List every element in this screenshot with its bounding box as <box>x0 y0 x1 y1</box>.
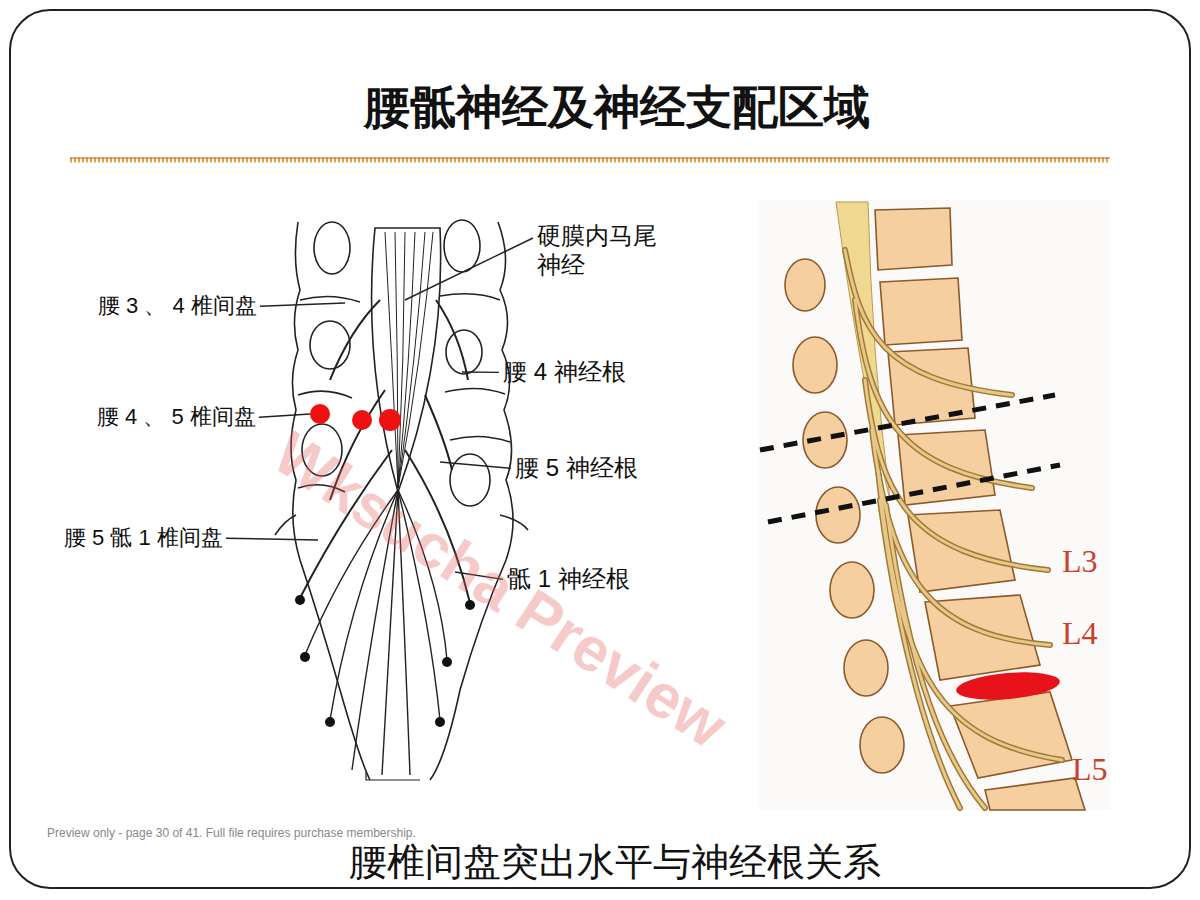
sagittal-spine-figure <box>845 250 1062 808</box>
posterior-spine-figure <box>398 232 425 488</box>
slide-frame <box>10 10 1190 888</box>
title-rule <box>70 158 1110 160</box>
sagittal-spine-figure <box>758 200 1110 810</box>
part-label: 腰 4 、 5 椎间盘 <box>97 404 256 430</box>
sagittal-spine-figure <box>768 465 1060 522</box>
part-label: 腰 5 神经根 <box>515 454 638 483</box>
footer-note: Preview only - page 30 of 41. Full file … <box>47 826 416 840</box>
posterior-spine-figure <box>330 300 380 380</box>
posterior-spine-figure <box>314 222 350 274</box>
posterior-spine-figure <box>500 515 528 530</box>
level-label: L5 <box>1072 750 1108 788</box>
sagittal-spine-figure <box>760 395 1060 522</box>
sagittal-spine-figure <box>886 505 985 808</box>
sagittal-spine-figure <box>816 487 860 543</box>
herniation-dot <box>310 404 330 424</box>
posterior-spine-figure <box>395 232 398 488</box>
title-rule <box>70 158 1110 159</box>
sagittal-spine-figure <box>950 692 1072 778</box>
posterior-spine-figure <box>445 388 505 394</box>
part-label: 硬膜内马尾 神经 <box>537 222 669 280</box>
posterior-spine-figure <box>385 232 398 488</box>
nerve-ending-dot <box>300 652 310 662</box>
posterior-spine-figure <box>398 232 433 488</box>
sagittal-spine-figure <box>758 200 1110 810</box>
sagittal-spine-figure <box>845 250 1062 808</box>
leader-line <box>462 371 499 373</box>
posterior-spine-figure <box>310 321 350 369</box>
posterior-spine-figure <box>440 294 500 300</box>
slide-title: 腰骶神经及神经支配区域 <box>364 80 870 135</box>
posterior-spine-figure <box>425 395 452 470</box>
nerve-ending-dot <box>435 717 445 727</box>
posterior-spine-figure <box>366 772 420 780</box>
part-label: 腰 3 、 4 椎间盘 <box>98 293 257 319</box>
posterior-spine-figure <box>275 515 296 535</box>
nerve-ending-dot <box>325 717 335 727</box>
posterior-spine-figure <box>300 296 360 302</box>
title-rule <box>70 158 1110 163</box>
herniation-dot <box>379 409 401 431</box>
leader-line <box>226 538 318 540</box>
posterior-spine-figure <box>446 330 482 374</box>
posterior-spine-figure <box>444 220 480 272</box>
sagittal-spine-figure <box>875 208 952 270</box>
posterior-spine-figure <box>498 222 513 560</box>
posterior-spine-figure <box>291 222 300 560</box>
herniation-dot <box>352 410 372 430</box>
posterior-spine-figure <box>450 454 490 506</box>
slide-frame <box>10 10 1190 888</box>
sagittal-spine-figure <box>830 562 874 618</box>
sagittal-spine-figure <box>880 278 962 345</box>
posterior-spine-figure <box>450 436 510 442</box>
herniation-dot <box>310 404 401 431</box>
sagittal-spine-figure <box>860 717 904 773</box>
posterior-spine-figure <box>298 391 352 398</box>
nerve-ending-dot <box>442 657 452 667</box>
sagittal-spine-figure <box>793 337 837 393</box>
sagittal-spine-figure <box>985 778 1085 810</box>
leader-line <box>405 238 533 300</box>
level-label: L4 <box>1062 614 1098 652</box>
leader-line <box>259 414 310 417</box>
nerve-ending-dot <box>295 595 475 727</box>
sagittal-spine-figure <box>760 395 1055 450</box>
nerve-ending-dot <box>295 595 305 605</box>
sagittal-spine-figure <box>785 208 1085 810</box>
sagittal-spine-figure <box>955 669 1061 704</box>
part-label: 腰 5 骶 1 椎间盘 <box>64 525 223 551</box>
posterior-spine-figure <box>436 300 468 380</box>
sagittal-spine-figure <box>845 250 1062 808</box>
part-label: 腰 4 神经根 <box>503 358 626 387</box>
sagittal-spine-figure <box>785 259 825 311</box>
posterior-spine-figure <box>398 232 415 488</box>
sagittal-spine-figure <box>844 640 888 696</box>
leader-line <box>440 462 511 468</box>
caption: 腰椎间盘突出水平与神经根关系 <box>349 840 881 886</box>
level-label: L3 <box>1062 542 1098 580</box>
leader-line <box>260 303 345 306</box>
